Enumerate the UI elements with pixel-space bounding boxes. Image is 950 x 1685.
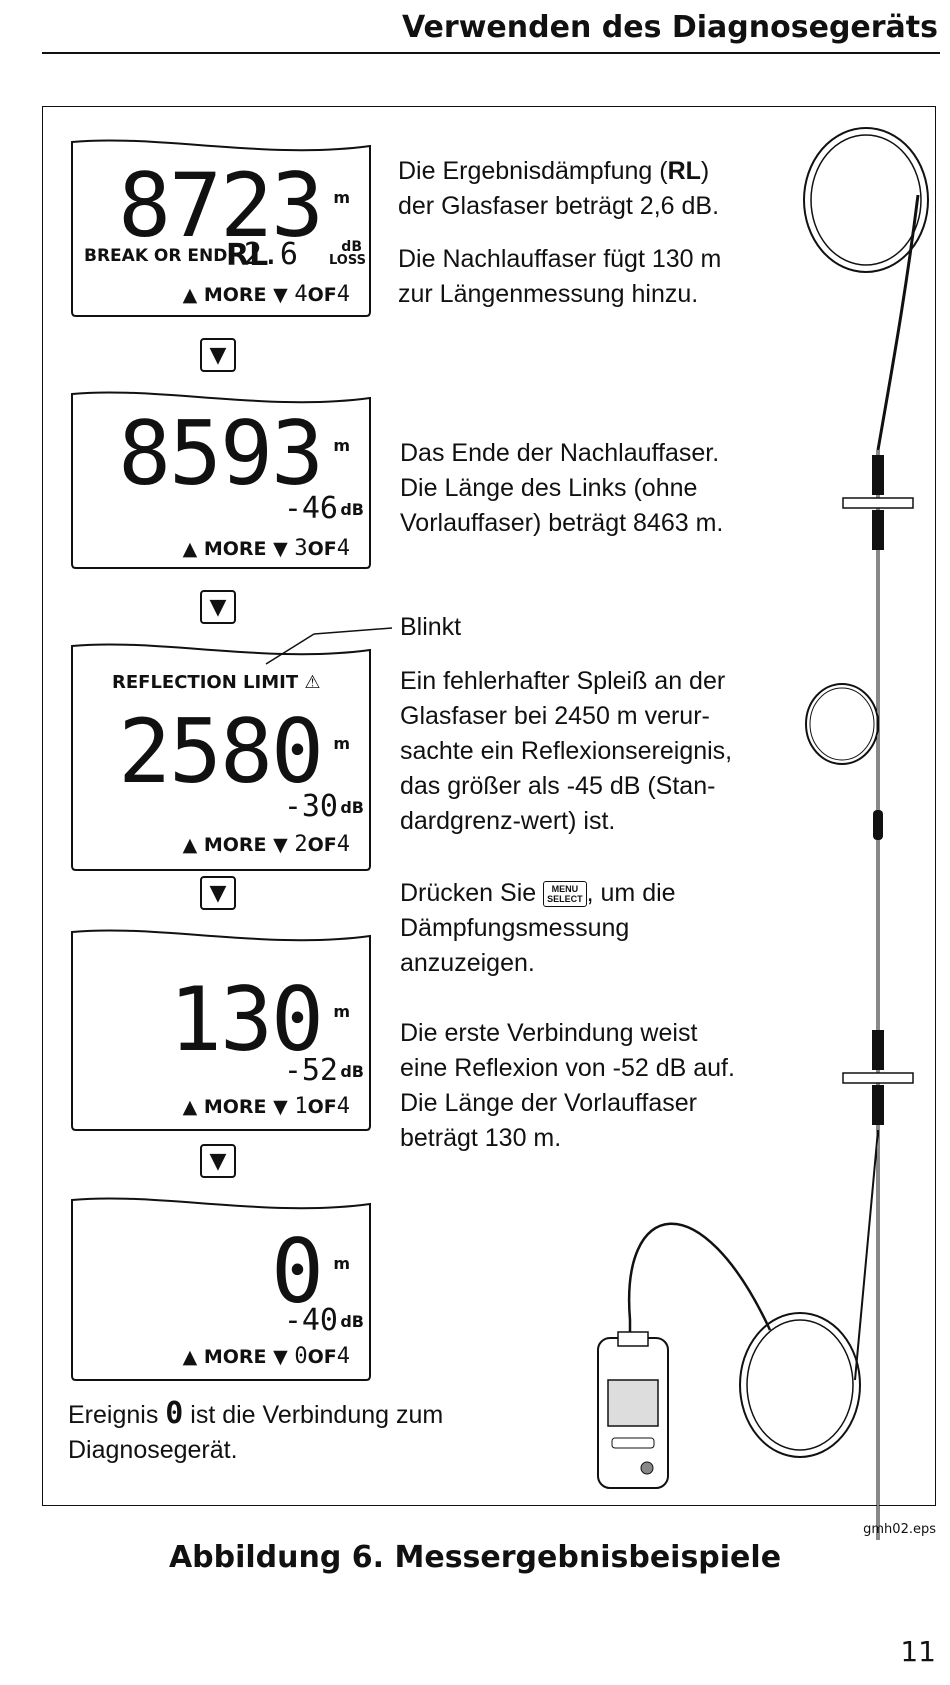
db-unit-top: dB [341, 239, 362, 255]
triangle-down-icon: ▼ [273, 284, 288, 306]
lcd-display-1: 8723 m BREAK OR END RL 2.6 dB LOSS ▲ MOR… [68, 136, 374, 318]
reflection-value: -52 [283, 1053, 338, 1088]
triangle-down-icon: ▼ [273, 1096, 288, 1118]
triangle-up-icon: ▲ [182, 1096, 198, 1118]
triangle-down-icon: ▼ [273, 1346, 288, 1368]
reflection-value: -40 [283, 1303, 338, 1338]
figure-caption: Abbildung 6. Messergebnisbeispiele [168, 1540, 782, 1575]
down-button[interactable]: ▼ [200, 876, 236, 910]
fiber-spool-bottom [739, 1312, 861, 1458]
triangle-down-icon: ▼ [209, 880, 227, 906]
triangle-down-icon: ▼ [209, 1148, 227, 1174]
fiber-connector-lower [842, 1030, 914, 1125]
fiber-splice [873, 810, 883, 840]
page-number: 11 [900, 1635, 936, 1668]
fiber-loop [805, 683, 879, 765]
down-button[interactable]: ▼ [200, 338, 236, 372]
distance-value: 2580 [118, 700, 324, 803]
lcd-frame [71, 139, 371, 317]
more-indicator: ▲ MORE ▼ 4OF4 [182, 282, 350, 307]
triangle-down-icon: ▼ [273, 834, 288, 856]
break-or-end-label: BREAK OR END [84, 246, 228, 266]
triangle-up-icon: ▲ [182, 1346, 198, 1368]
fiber-cable-upper [876, 194, 920, 451]
distance-unit: m [333, 1002, 350, 1021]
down-button[interactable]: ▼ [200, 1144, 236, 1178]
description-first-connection: Die erste Verbindung weist eine Reflexio… [400, 1019, 735, 1152]
blinkt-leader-line [265, 627, 393, 665]
triangle-down-icon: ▼ [273, 538, 288, 560]
more-indicator: ▲ MORE ▼ 0OF4 [182, 1344, 350, 1369]
distance-unit: m [333, 734, 350, 753]
lcd-display-3: REFLECTION LIMIT ⚠ 2580 m -30 dB ▲ MORE … [68, 640, 374, 871]
triangle-up-icon: ▲ [182, 834, 198, 856]
lcd-display-5: 0 m -40 dB ▲ MORE ▼ 0OF4 [68, 1194, 374, 1381]
figure-frame [42, 106, 936, 1506]
distance-value: 8723 [118, 154, 324, 257]
header-rule [42, 52, 940, 54]
description-end: Das Ende der Nachlauffaser. Die Länge de… [400, 439, 724, 537]
blinkt-label: Blinkt [400, 613, 462, 641]
triangle-up-icon: ▲ [182, 284, 198, 306]
reflection-value: -46 [283, 491, 338, 526]
distance-value: 0 [271, 1220, 324, 1323]
loss-unit: LOSS [328, 253, 366, 268]
description-event-zero: Ereignis 0 ist die Verbindung zum Diagno… [68, 1396, 444, 1464]
more-indicator: ▲ MORE ▼ 3OF4 [182, 536, 350, 561]
fiber-connector-upper [842, 455, 914, 550]
rl-label: RL [226, 238, 269, 273]
triangle-up-icon: ▲ [182, 538, 198, 560]
lcd-display-4: 130 m -52 dB ▲ MORE ▼ 1OF4 [68, 926, 374, 1131]
triangle-down-icon: ▼ [209, 342, 227, 368]
distance-value: 8593 [118, 402, 324, 505]
diagnostic-device [597, 1331, 669, 1489]
db-unit: dB [340, 500, 364, 519]
description-splice: Ein fehlerhafter Spleiß an der Glasfaser… [400, 667, 733, 835]
triangle-down-icon: ▼ [209, 594, 227, 620]
down-button[interactable]: ▼ [200, 590, 236, 624]
distance-unit: m [333, 1254, 350, 1273]
rl-value: 2.6 [243, 237, 298, 272]
lcd-frame [71, 1197, 371, 1381]
distance-value: 130 [169, 968, 324, 1071]
header-title: Verwenden des Diagnosegeräts [401, 10, 938, 45]
lcd-frame [71, 929, 371, 1131]
more-indicator: ▲ MORE ▼ 2OF4 [182, 832, 350, 857]
more-indicator: ▲ MORE ▼ 1OF4 [182, 1094, 350, 1119]
distance-unit: m [333, 188, 350, 207]
warning-icon: ⚠ [304, 672, 321, 693]
lcd-frame [71, 391, 371, 569]
figure-file-label: gmh02.eps [863, 1522, 936, 1537]
fiber-cable-lower [627, 1222, 772, 1340]
reflection-value: -30 [283, 789, 338, 824]
fiber-spool-top [803, 127, 929, 273]
distance-unit: m [333, 436, 350, 455]
description-rl: Die Ergebnisdämpfung (RL) der Glasfaser … [398, 157, 722, 308]
lcd-display-2: 8593 m -46 dB ▲ MORE ▼ 3OF4 [68, 388, 374, 570]
db-unit: dB [340, 1312, 364, 1331]
reflection-limit-label: REFLECTION LIMIT ⚠ [112, 672, 321, 693]
db-unit: dB [340, 798, 364, 817]
db-unit: dB [340, 1062, 364, 1081]
lcd-frame [71, 643, 371, 871]
